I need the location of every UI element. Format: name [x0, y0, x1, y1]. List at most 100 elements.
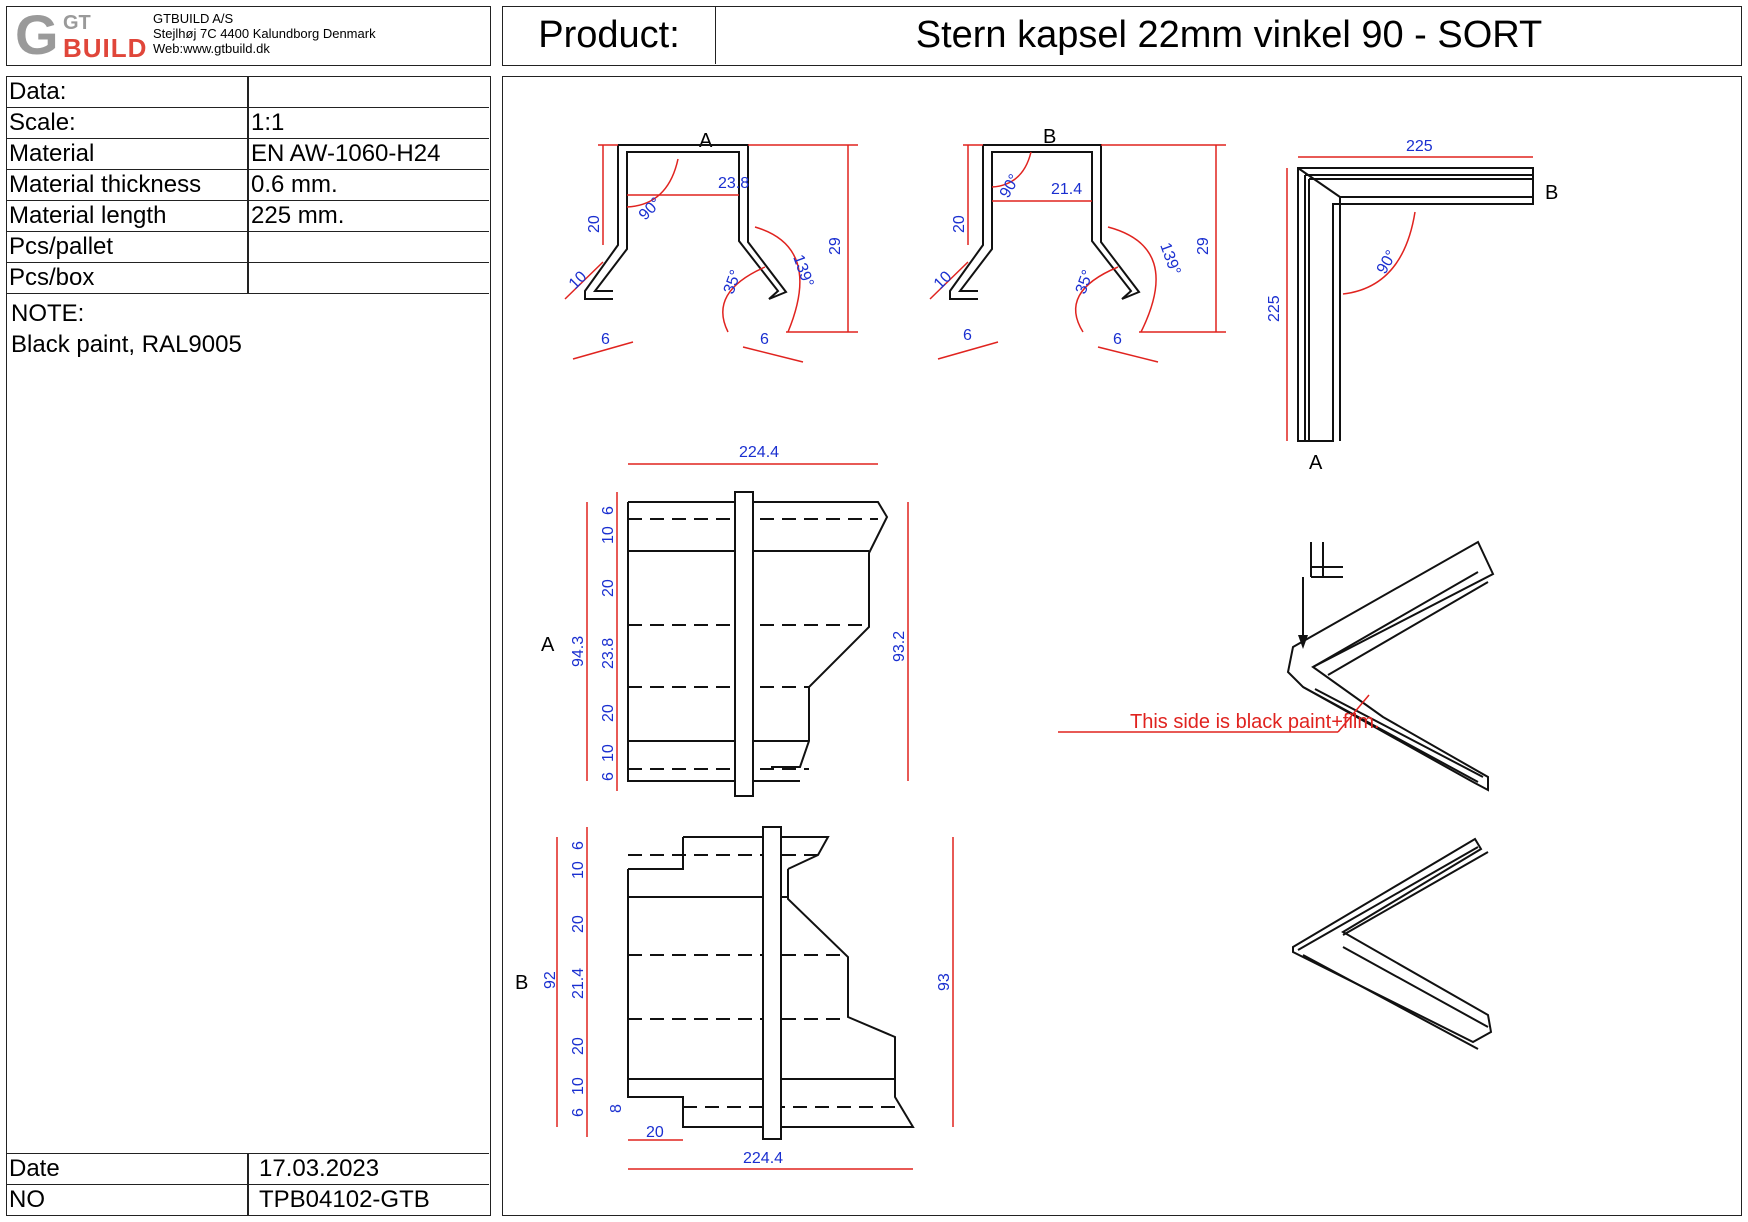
product-title: Stern kapsel 22mm vinkel 90 - SORT — [915, 14, 1543, 56]
info-row-length: Material length 225 mm. — [7, 201, 489, 232]
flat-b-solid-bends — [628, 896, 895, 1080]
angle-bottom: 35° — [1073, 268, 1097, 297]
profile-a-label: A — [699, 130, 713, 152]
seg-2: 10 — [600, 526, 617, 544]
plan-inner-lines — [1297, 167, 1533, 441]
seg-7: 6 — [570, 1108, 587, 1117]
gtbuild-logo: G GT BUILD — [13, 7, 153, 63]
dim-line — [564, 261, 604, 300]
info-value: 225 mm. — [251, 202, 345, 229]
arc — [1342, 211, 1416, 295]
profile-a: A 23.8 20 29 10 6 6 90° 139° 35° — [564, 130, 858, 363]
angle-right: 139° — [1156, 241, 1183, 278]
footer-key: Date — [9, 1155, 60, 1182]
arc — [1107, 226, 1157, 333]
footer-row-no: NO TPB04102-GTB — [7, 1184, 489, 1215]
logo-gt-text: GT — [63, 12, 91, 34]
seg-3: 20 — [570, 915, 587, 933]
dim-line — [937, 341, 999, 360]
arc — [1074, 266, 1119, 333]
plan-length-top: 225 — [1406, 138, 1433, 155]
dim-line — [742, 346, 804, 363]
flat-pattern-a: A 224.4 94.3 6 10 20 23.8 20 10 6 93.2 — [541, 444, 909, 797]
flat-b-total-left: 92 — [542, 971, 559, 989]
note-title: NOTE: — [11, 300, 85, 327]
seg-7: 6 — [600, 772, 617, 781]
arc — [991, 151, 1032, 188]
technical-drawing: A 23.8 20 29 10 6 6 90° 139° 35° B 21.4 — [515, 126, 1558, 1170]
dim-line — [929, 261, 969, 300]
flat-b-outline — [627, 836, 915, 1128]
angle-right: 139° — [789, 253, 816, 290]
dim-hem-left: 6 — [601, 331, 610, 348]
arc — [722, 266, 766, 333]
dim-height-left: 20 — [586, 215, 603, 233]
info-row-pcs-pallet: Pcs/pallet — [7, 232, 489, 263]
company-name: GTBUILD A/S — [153, 11, 234, 26]
info-key: Pcs/box — [9, 264, 95, 291]
isometric-view-bottom — [1292, 837, 1493, 1050]
footer-row-date: Date 17.03.2023 — [7, 1153, 489, 1184]
seg-1: 6 — [600, 506, 617, 515]
seg-6: 10 — [570, 1077, 587, 1095]
note-text: Black paint, RAL9005 — [11, 331, 242, 358]
dim-width: 23.8 — [718, 175, 749, 192]
flat-b-tab: 8 — [608, 1104, 625, 1113]
flat-a-break — [734, 491, 754, 797]
info-panel: Data: Scale: 1:1 Material EN AW-1060-H24… — [6, 76, 491, 1216]
plan-end-b: B — [1545, 182, 1558, 204]
dim-height-right: 29 — [1195, 237, 1212, 255]
seg-4: 21.4 — [570, 968, 587, 999]
info-key: Scale: — [9, 109, 76, 136]
info-key: Material thickness — [9, 171, 202, 198]
isometric-view-top: This side is black paint+film. — [1058, 540, 1495, 792]
flat-a-total-right: 93.2 — [891, 631, 908, 662]
info-row-material: Material EN AW-1060-H24 — [7, 139, 489, 170]
arc — [754, 226, 801, 333]
seg-4: 23.8 — [600, 638, 617, 669]
seg-5: 20 — [600, 704, 617, 722]
iso-bottom-edges — [1297, 846, 1489, 1050]
callout-leader — [1337, 694, 1370, 733]
profile-b: B 21.4 20 29 10 6 6 90° 139° 35° — [929, 126, 1226, 363]
company-web: Web:www.gtbuild.dk — [153, 41, 270, 56]
flat-a-length: 224.4 — [739, 444, 779, 461]
dim-hem-left: 6 — [963, 327, 972, 344]
flat-b-break — [762, 826, 782, 1140]
info-key: Pcs/pallet — [9, 233, 114, 260]
callout-text: This side is black paint+film. — [1130, 711, 1380, 733]
seg-5: 20 — [570, 1037, 587, 1055]
section-arrow-head — [1298, 635, 1308, 649]
info-row-data: Data: — [7, 77, 489, 108]
note-section: NOTE: Black paint, RAL9005 — [11, 298, 242, 360]
logo-g-letter: G — [15, 3, 59, 66]
product-header: Product: Stern kapsel 22mm vinkel 90 - S… — [502, 6, 1742, 66]
plan-angle: 90° — [1374, 248, 1401, 277]
company-address: Stejlhøj 7C 4400 Kalundborg Denmark — [153, 26, 376, 41]
info-key: Data: — [9, 78, 67, 105]
seg-2: 10 — [570, 861, 587, 879]
dim-line — [1097, 346, 1159, 363]
flat-b-total-right: 93 — [936, 973, 953, 991]
dim-hem-right: 6 — [1113, 331, 1122, 348]
dim-hem-right: 6 — [760, 331, 769, 348]
info-row-thickness: Material thickness 0.6 mm. — [7, 170, 489, 201]
info-row-scale: Scale: 1:1 — [7, 108, 489, 139]
flat-b-notch: 20 — [646, 1124, 664, 1141]
plan-view: 225 225 90° B A — [1266, 138, 1558, 474]
flat-a-outline — [627, 501, 889, 782]
company-info: GTBUILD A/S Stejlhøj 7C 4400 Kalundborg … — [153, 11, 376, 56]
company-header: G GT BUILD GTBUILD A/S Stejlhøj 7C 4400 … — [6, 6, 491, 66]
iso-top-edges — [1302, 571, 1489, 783]
profile-b-label: B — [1043, 126, 1056, 148]
plan-end-a: A — [1309, 452, 1323, 474]
angle-top: 90° — [636, 195, 665, 224]
seg-1: 6 — [570, 841, 587, 850]
drawing-area: A 23.8 20 29 10 6 6 90° 139° 35° B 21.4 — [502, 76, 1742, 1216]
flat-b-label: B — [515, 972, 528, 994]
logo-build-text: BUILD — [63, 33, 148, 63]
iso-top-section-mark — [1310, 542, 1343, 578]
profile-b-outline — [949, 144, 1141, 300]
flat-pattern-b: B 224.4 20 92 6 10 20 21.4 20 10 6 8 93 — [515, 826, 954, 1170]
info-value: EN AW-1060-H24 — [251, 140, 441, 167]
